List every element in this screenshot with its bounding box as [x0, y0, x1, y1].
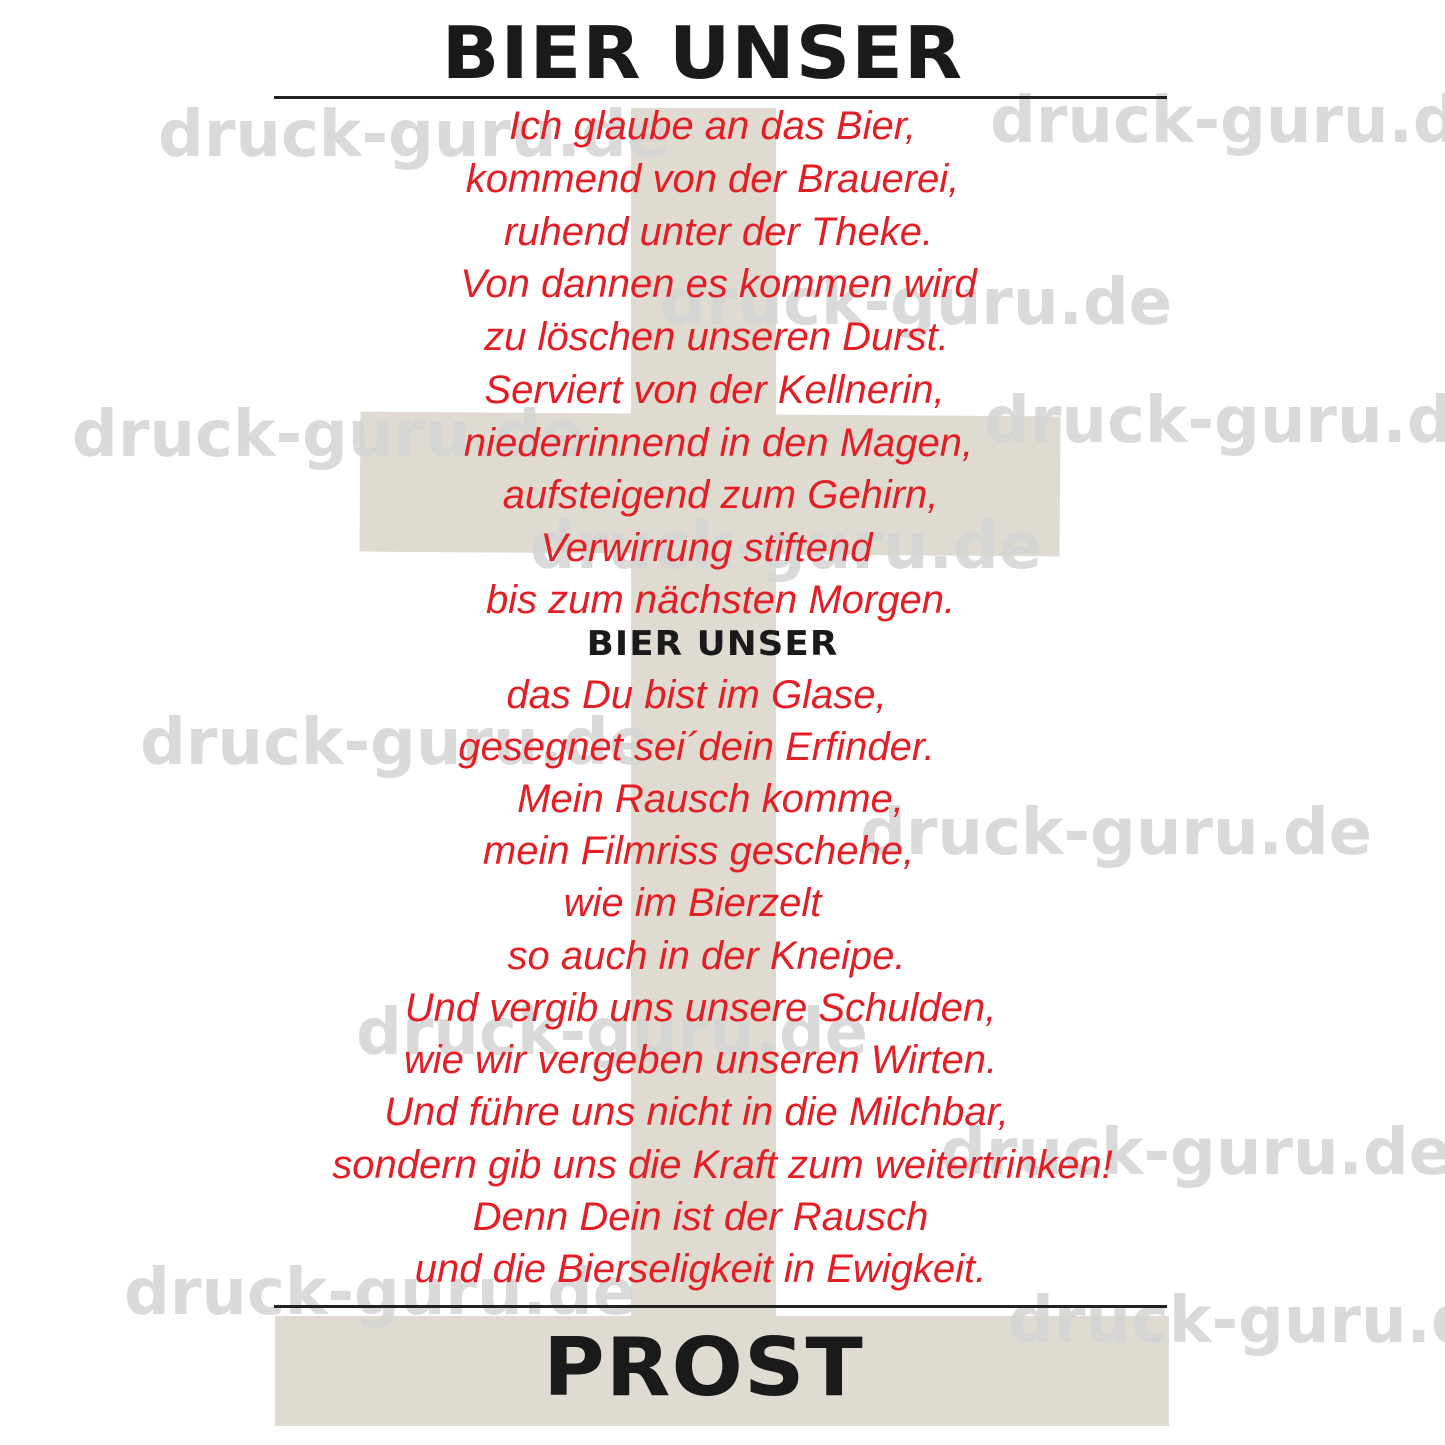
poem-line: das Du bist im Glase, [506, 673, 887, 717]
poem-line: wie im Bierzelt [563, 881, 822, 925]
poem-line: Und führe uns nicht in die Milchbar, [384, 1090, 1009, 1134]
poem-line: aufsteigend zum Gehirn, [502, 473, 939, 517]
cross-vertical-beam [631, 108, 776, 1330]
watermark: druck-guru.de [140, 706, 653, 780]
bottom-divider [274, 1305, 1167, 1308]
poem-line: wie wir vergeben unseren Wirten. [403, 1038, 998, 1082]
watermark: druck-guru.de [1008, 1284, 1445, 1358]
watermark: druck-guru.de [860, 796, 1373, 870]
poem-line: Von dannen es kommen wird [460, 262, 977, 306]
middle-heading: BIER UNSER [586, 624, 839, 664]
watermark: druck-guru.de [984, 384, 1445, 458]
watermark: druck-guru.de [124, 1256, 637, 1330]
cross-base-plate [275, 1316, 1169, 1426]
poem-line: kommend von der Brauerei, [465, 157, 960, 201]
closing-word: PROST [543, 1321, 864, 1414]
poem-line: Ich glaube an das Bier, [509, 104, 916, 148]
poem-line: so auch in der Kneipe. [507, 934, 906, 978]
watermark: druck-guru.de [940, 1116, 1445, 1190]
poem-line: ruhend unter der Theke. [503, 210, 934, 254]
watermark: druck-guru.de [530, 510, 1043, 584]
poem-line: niederrinnend in den Magen, [463, 421, 974, 465]
page-title: BIER UNSER [441, 11, 964, 95]
watermark: druck-guru.de [660, 266, 1173, 340]
poem-line: Und vergib uns unsere Schulden, [404, 986, 997, 1030]
poem-line: sondern gib uns die Kraft zum weitertrin… [332, 1143, 1113, 1187]
poem-line: und die Bierseligkeit in Ewigkeit. [414, 1247, 987, 1291]
poem-line: mein Filmriss geschehe, [482, 829, 915, 873]
poem-line: Mein Rausch komme, [517, 777, 904, 821]
poem-line: Verwirrung stiftend [540, 526, 873, 570]
poem-line: Serviert von der Kellnerin, [484, 368, 945, 412]
poem-line: bis zum nächsten Morgen. [485, 578, 956, 622]
poem-line: Denn Dein ist der Rausch [472, 1195, 929, 1239]
watermark: druck-guru.de [158, 98, 671, 172]
watermark: druck-guru.de [72, 398, 585, 472]
top-divider [274, 96, 1167, 99]
poem-line: gesegnet sei´dein Erfinder. [458, 725, 935, 769]
watermark: druck-guru.de [356, 996, 869, 1070]
poem-line: zu löschen unseren Durst. [484, 315, 949, 359]
